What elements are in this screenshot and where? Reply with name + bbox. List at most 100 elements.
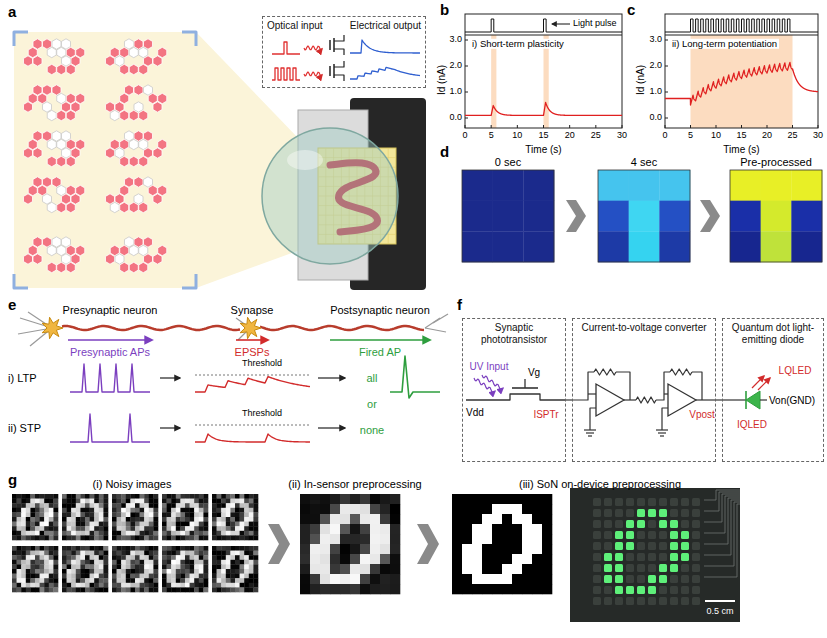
noisy-pixel	[176, 574, 181, 579]
noisy-pixel	[244, 526, 249, 531]
noisy-pixel	[17, 508, 22, 513]
noisy-pixel	[244, 551, 249, 556]
threshold-label: Threshold	[242, 359, 282, 369]
noisy-pixel	[162, 564, 167, 569]
noisy-pixel	[103, 522, 108, 527]
noisy-pixel	[176, 531, 181, 536]
noisy-pixel	[212, 551, 217, 556]
noisy-pixel	[85, 512, 90, 517]
noisy-pixel	[126, 551, 131, 556]
noisy-pixel	[253, 522, 258, 527]
noisy-pixel	[194, 526, 199, 531]
noisy-pixel	[203, 569, 208, 574]
noisy-pixel	[90, 517, 95, 522]
noisy-pixel	[226, 503, 231, 508]
noisy-pixel	[235, 494, 240, 499]
noisy-pixel	[121, 522, 126, 527]
noisy-pixel	[167, 578, 172, 583]
noisy-pixel	[140, 587, 145, 592]
noisy-pixel	[253, 564, 258, 569]
noisy-pixel	[230, 535, 235, 540]
binary-pixel	[482, 504, 492, 514]
heatmap-cell	[598, 231, 629, 262]
wire	[722, 399, 746, 400]
noisy-pixel	[135, 551, 140, 556]
noisy-pixel	[226, 508, 231, 513]
noisy-pixel	[26, 517, 31, 522]
corner-bracket	[182, 32, 196, 46]
noisy-pixel	[162, 578, 167, 583]
noisy-pixel	[99, 555, 104, 560]
noisy-pixel	[44, 494, 49, 499]
noisy-pixel	[244, 564, 249, 569]
noisy-pixel	[112, 578, 117, 583]
noisy-pixel	[140, 578, 145, 583]
noisy-pixel	[135, 522, 140, 527]
binary-pixel	[542, 494, 552, 504]
heatmap-frame	[598, 170, 690, 262]
preprocessed-pixel	[360, 564, 370, 574]
transistor-gate	[329, 40, 331, 50]
noisy-pixel	[194, 574, 199, 579]
noisy-pixel	[194, 508, 199, 513]
noisy-pixel	[199, 512, 204, 517]
noisy-pixel	[171, 583, 176, 588]
noisy-pixel	[90, 578, 95, 583]
presynaptic-spikes	[70, 364, 150, 392]
noisy-pixel	[253, 560, 258, 565]
noisy-pixel	[12, 508, 17, 513]
noisy-pixel	[121, 503, 126, 508]
hexagon-pixel	[33, 131, 42, 141]
noisy-pixel	[94, 569, 99, 574]
noisy-pixel	[221, 531, 226, 536]
binary-pixel	[512, 534, 522, 544]
hexagon-pixel	[143, 237, 152, 247]
noisy-pixel	[85, 499, 90, 504]
scale-label: 0.5 cm	[706, 607, 733, 617]
preprocessed-pixel	[330, 524, 340, 534]
noisy-pixel	[240, 517, 245, 522]
hexagon-pixel	[71, 102, 80, 112]
noisy-pixel	[230, 517, 235, 522]
hexagon-pixel	[129, 202, 138, 212]
hexagon-pixel	[23, 194, 32, 204]
binary-pixel	[532, 494, 542, 504]
noisy-pixel	[94, 508, 99, 513]
noisy-pixel	[99, 564, 104, 569]
light-arrow	[304, 46, 322, 50]
qled-pixel	[637, 553, 645, 561]
noisy-pixel	[117, 517, 122, 522]
preprocessed-pixel	[320, 564, 330, 574]
noisy-pixel	[249, 546, 254, 551]
qled-pixel	[648, 553, 656, 561]
binary-pixel	[542, 584, 552, 594]
noisy-pixel	[30, 499, 35, 504]
hexagon-pixel	[143, 177, 152, 187]
noisy-pixel	[230, 508, 235, 513]
noisy-pixel	[130, 574, 135, 579]
binary-pixel	[452, 504, 462, 514]
noisy-pixel	[199, 522, 204, 527]
ground-symbol	[656, 429, 668, 430]
hexagon-pixel	[76, 139, 85, 149]
qled-pixel	[648, 498, 656, 506]
noisy-pixel	[99, 526, 104, 531]
tick-label: 20	[762, 131, 772, 141]
noisy-pixel	[171, 531, 176, 536]
noisy-pixel	[26, 499, 31, 504]
binary-pixel	[532, 504, 542, 514]
noisy-pixel	[235, 555, 240, 560]
noisy-pixel	[194, 531, 199, 536]
preprocessed-pixel	[320, 494, 330, 504]
noisy-pixel	[130, 578, 135, 583]
noisy-pixel	[121, 535, 126, 540]
preprocessed-pixel	[380, 524, 390, 534]
noisy-pixel	[17, 555, 22, 560]
qled-pixel	[604, 531, 612, 539]
noisy-pixel	[140, 522, 145, 527]
qled-pixel	[681, 553, 689, 561]
binary-pixel	[492, 494, 502, 504]
noisy-pixel	[103, 494, 108, 499]
binary-pixel	[512, 574, 522, 584]
